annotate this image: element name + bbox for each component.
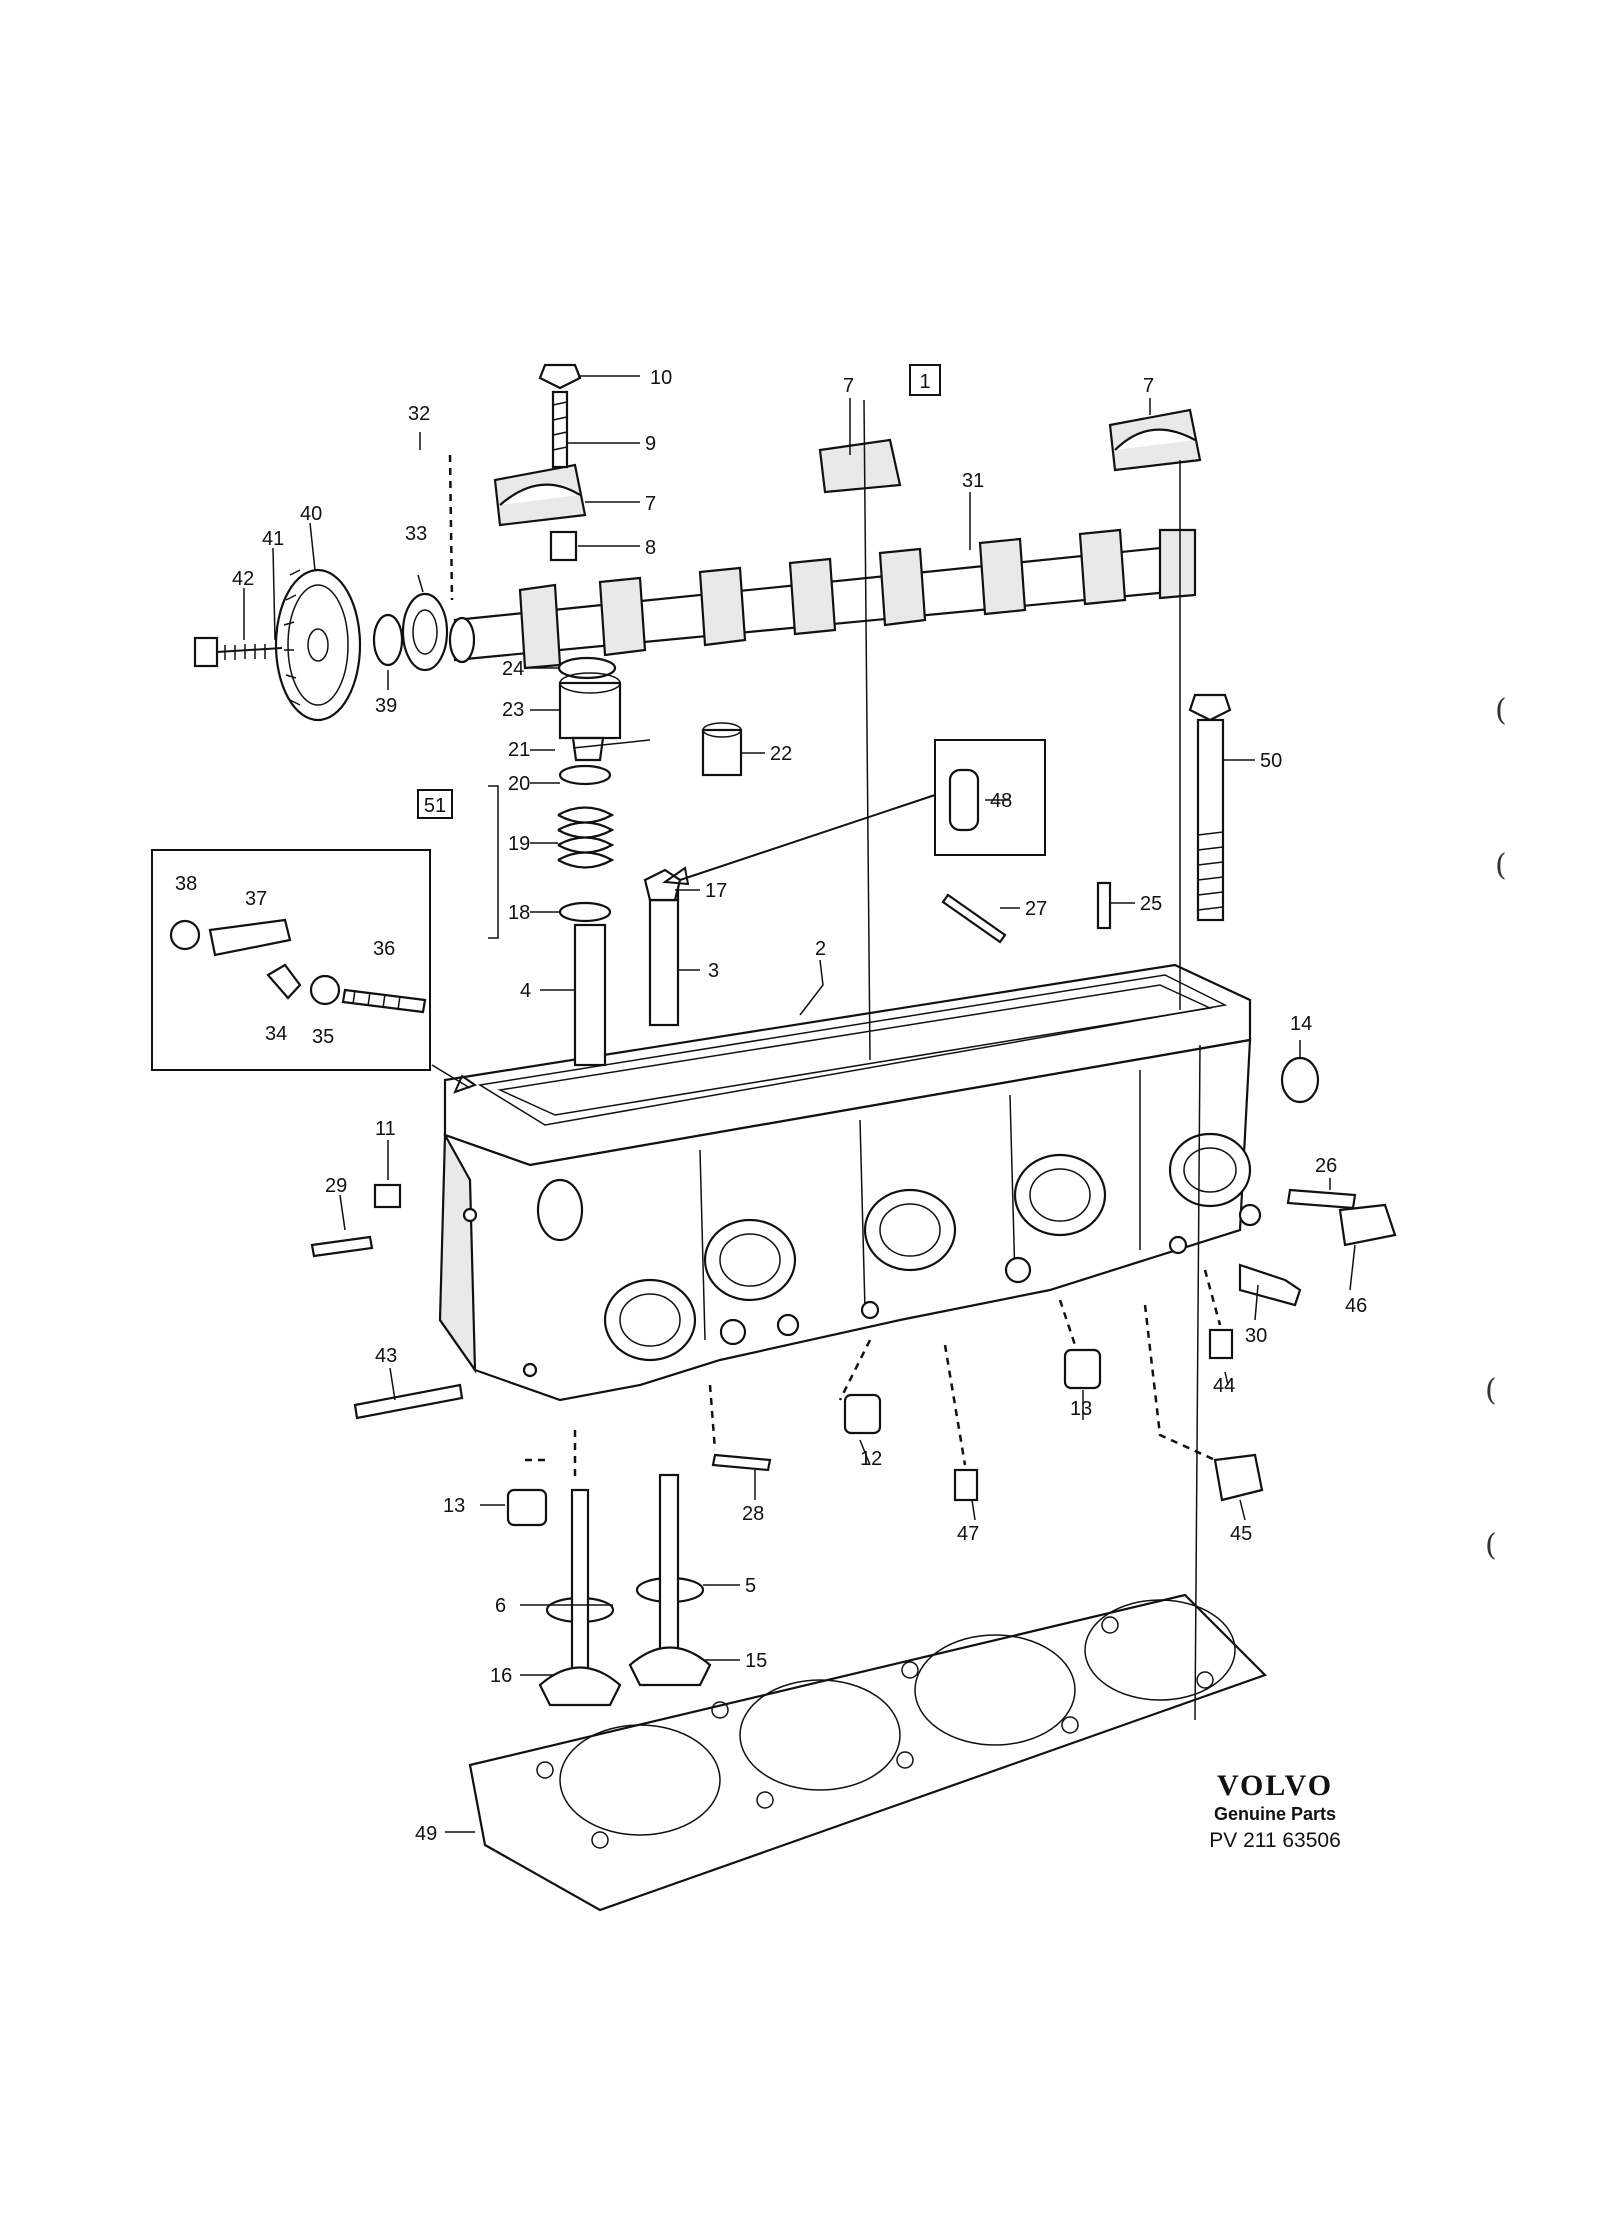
studs <box>941 881 1112 944</box>
callout-36: 36 <box>373 938 395 960</box>
callout-6: 6 <box>495 1595 506 1617</box>
callout-44: 44 <box>1213 1375 1235 1397</box>
callout-45: 45 <box>1230 1523 1252 1545</box>
margin-mark: ( <box>1485 1373 1497 1408</box>
callout-13: 13 <box>1070 1398 1092 1420</box>
head-gasket <box>468 1593 1268 1912</box>
callout-31: 31 <box>962 470 984 492</box>
callout-47: 47 <box>957 1523 979 1545</box>
callout-7: 7 <box>843 375 854 397</box>
callout-25: 25 <box>1140 893 1162 915</box>
callout-2: 2 <box>815 938 826 960</box>
callout-29: 29 <box>325 1175 347 1197</box>
boxed-label-1: 1 <box>909 364 941 396</box>
callout-7: 7 <box>645 493 656 515</box>
callout-42: 42 <box>232 568 254 590</box>
volvo-branding: VOLVO Genuine Parts PV 211 63506 <box>1209 1769 1341 1852</box>
left-fittings <box>310 1183 464 1420</box>
callout-49: 49 <box>415 1823 437 1845</box>
callout-48: 48 <box>990 790 1012 812</box>
stud-nut <box>538 363 582 562</box>
cylinder-head <box>438 963 1262 1402</box>
callout-22: 22 <box>770 743 792 765</box>
head-bolt <box>1188 693 1232 922</box>
boxed-label-51-text: 51 <box>424 795 446 817</box>
margin-marks: ( ( ( ( <box>1485 693 1507 1563</box>
callout-18: 18 <box>508 902 530 924</box>
callout-40: 40 <box>300 503 322 525</box>
callout-43: 43 <box>375 1345 397 1367</box>
callout-20: 20 <box>508 773 530 795</box>
callout-50: 50 <box>1260 750 1282 772</box>
callout-10: 10 <box>650 367 672 389</box>
callout-32: 32 <box>408 403 430 425</box>
lower-parts <box>448 454 1222 1527</box>
callout-11: 11 <box>375 1118 396 1140</box>
callout-34: 34 <box>265 1023 287 1045</box>
reference-lines <box>863 399 1201 1721</box>
callout-37: 37 <box>245 888 267 910</box>
valve-train <box>557 656 743 1067</box>
callout-16: 16 <box>490 1665 512 1687</box>
callout-39: 39 <box>375 695 397 717</box>
detail-box-48 <box>662 739 1046 886</box>
callout-9: 9 <box>645 433 656 455</box>
callout-30: 30 <box>1245 1325 1267 1347</box>
callout-46: 46 <box>1345 1295 1367 1317</box>
margin-mark: ( <box>1485 1528 1497 1563</box>
callout-35: 35 <box>312 1026 334 1048</box>
callout-5: 5 <box>745 1575 756 1597</box>
boxed-label-51: 51 <box>417 789 453 819</box>
callout-8: 8 <box>645 537 656 559</box>
callout-15: 15 <box>745 1650 767 1672</box>
part-code: PV 211 63506 <box>1209 1829 1341 1852</box>
callout-38: 38 <box>175 873 197 895</box>
margin-mark: ( <box>1495 693 1507 728</box>
callout-12: 12 <box>860 1448 882 1470</box>
callout-17: 17 <box>705 880 727 902</box>
callout-14: 14 <box>1290 1013 1312 1035</box>
callout-41: 41 <box>262 528 284 550</box>
cam-gear <box>193 568 449 722</box>
callout-3: 3 <box>708 960 719 982</box>
callout-7: 7 <box>1143 375 1154 397</box>
callout-24: 24 <box>502 658 524 680</box>
right-fittings <box>1208 1056 1397 1502</box>
callout-33: 33 <box>405 523 427 545</box>
boxed-label-1-text: 1 <box>919 371 930 393</box>
callout-4: 4 <box>520 980 531 1002</box>
callout-19: 19 <box>508 833 530 855</box>
genuine-parts-label: Genuine Parts <box>1214 1804 1336 1824</box>
callout-21: 21 <box>508 739 530 761</box>
volvo-logo-text: VOLVO <box>1217 1769 1333 1802</box>
margin-mark: ( <box>1495 848 1507 883</box>
callout-13: 13 <box>443 1495 465 1517</box>
valves <box>538 1473 712 1707</box>
callout-28: 28 <box>742 1503 764 1525</box>
leader-lines <box>243 375 1356 1833</box>
detail-inset <box>151 849 431 1071</box>
callout-labels: 10 9 7 8 32 40 41 42 33 39 7 7 31 24 23 … <box>175 367 1367 1845</box>
callout-27: 27 <box>1025 898 1047 920</box>
camshaft <box>448 528 1197 670</box>
callout-26: 26 <box>1315 1155 1337 1177</box>
callout-23: 23 <box>502 699 524 721</box>
bearing-caps <box>493 408 1202 527</box>
